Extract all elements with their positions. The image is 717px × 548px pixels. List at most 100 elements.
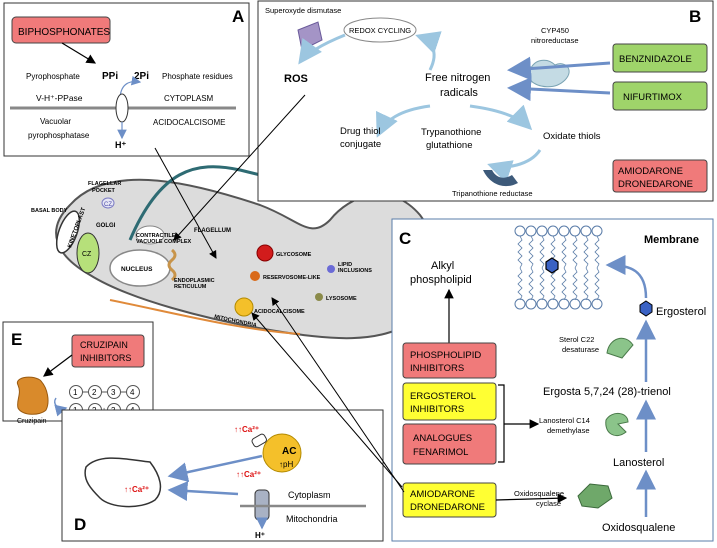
lysosome — [315, 293, 323, 301]
ros-label: ROS — [284, 73, 308, 85]
free-nitrogen-label-2: radicals — [440, 87, 478, 99]
radical-cycle-right — [469, 104, 533, 131]
phosphate-residues-label: Phosphate residues — [162, 72, 233, 81]
cruzipain-inh-label-1: CRUZIPAIN — [80, 340, 128, 350]
superoxide-label: Superoxyde dismutase — [265, 6, 341, 15]
drug-thiol-label-2: conjugate — [340, 139, 381, 150]
contractile-vacuole — [135, 225, 165, 245]
cz-small — [101, 197, 115, 209]
cruzipain-cleave-arrow — [54, 397, 68, 417]
biphosphonates-box — [11, 16, 111, 44]
cruzipain-inh-label-2: INHIBITORS — [80, 353, 131, 363]
acidocalcisome — [234, 297, 254, 317]
mitochondria-label-d: Mitochondria — [286, 514, 338, 524]
panel-c-letter: C — [399, 229, 411, 248]
golgi-label: GOLGI — [96, 223, 116, 229]
parasite-outline — [84, 457, 162, 508]
trypanothione-label-1: Trypanothione — [421, 127, 481, 138]
sterol-desaturase-shape — [606, 337, 634, 359]
amiodarone-label-b: AMIODARONE — [618, 166, 683, 177]
redox-cycling-label: REDOX CYCLING — [349, 26, 411, 35]
amiodarone-to-cyclase — [495, 493, 568, 504]
ac-to-cell-arrow — [167, 454, 263, 483]
pyrophosphate-label: Pyrophosphate — [26, 72, 80, 81]
membrane-ergosterol-hexagon — [545, 257, 559, 274]
contractile-label-1: CONTRACTILE — [136, 233, 176, 239]
peptide-top-1: 1 — [73, 388, 78, 397]
ergosta-label: Ergosta 5,7,24 (28)-trienol — [543, 386, 671, 398]
two-pi-label: 2Pi — [134, 71, 149, 82]
lipid-label-1: LIPID — [338, 262, 352, 268]
lanosterol-enz-label-1: Lanosterol C14 — [539, 416, 590, 425]
cz-golgi-label: CZ — [82, 251, 92, 258]
cytoplasm-label-d: Cytoplasm — [288, 490, 331, 500]
panel-d-letter: D — [74, 515, 86, 534]
endoplasmic-reticulum — [167, 248, 177, 282]
ca-mid-label: ↑↑Ca²⁺ — [236, 470, 261, 479]
acidocalcisome-label: ACIDOCALCISOME — [254, 309, 305, 315]
biphosphonate-arrow — [61, 42, 97, 64]
lanosterol-demethylase-shape — [605, 413, 629, 436]
reservosome-label: RESERVOSOME-LIKE — [263, 275, 321, 281]
alkyl-label-1: Alkyl — [431, 260, 454, 272]
lysosome-label: LYSOSOME — [326, 296, 357, 302]
panel-b: B Superoxyde dismutase REDOX CYCLING ROS… — [257, 0, 714, 202]
benznidazole-arrow — [507, 56, 611, 81]
membrane-bilayer — [514, 225, 603, 310]
biphosphonates-label: BIPHOSPHONATES — [18, 27, 110, 38]
flagellar-label-1: FLAGELLAR — [88, 181, 121, 187]
trypanothione-reductase-shape — [483, 170, 518, 187]
ergosterol-inhibitors-box — [402, 382, 497, 421]
alkyl-label-2: phospholipid — [410, 274, 472, 286]
cz-small-label: CZ — [104, 202, 112, 208]
drug-thiol-label-1: Drug thiol — [340, 126, 381, 137]
ph-label: ↑pH — [279, 460, 293, 469]
oxidosqualene-cyclase-shape — [577, 483, 613, 509]
dronedarone-label-b: DRONEDARONE — [618, 179, 693, 190]
panel-a-letter: A — [232, 7, 244, 26]
er-label-2: RETICULUM — [174, 284, 207, 290]
free-nitrogen-label-1: Free nitrogen — [425, 72, 490, 84]
cruzipain-label: Cruzipain — [17, 418, 47, 425]
lipid-inclusions — [327, 265, 335, 273]
phospholipid-label-2: INHIBITORS — [410, 363, 464, 374]
analogues-label-2: FENARIMOL — [413, 447, 468, 458]
er-label-1: ENDOPLASMIC — [174, 278, 215, 284]
oxido-enz-label-1: Oxidosqualene — [514, 489, 564, 498]
ac-label: AC — [282, 446, 296, 457]
panel-a: A BIPHOSPHONATES Pyrophosphate PPi 2Pi P… — [3, 2, 250, 157]
ergosterol-inh-label-2: INHIBITORS — [410, 404, 464, 415]
flagellum-label: FLAGELLUM — [194, 228, 231, 234]
ca-top-label: ↑↑Ca²⁺ — [234, 425, 259, 434]
flagellar-label-2: POCKET — [92, 188, 116, 194]
radicals-to-redox-arc — [415, 31, 442, 71]
inhibitor-bracket — [498, 384, 532, 463]
ergosterol-to-membrane-arrow — [605, 255, 648, 299]
dronedarone-label-c: DRONEDARONE — [410, 502, 485, 513]
nucleus-label: NUCLEUS — [121, 266, 153, 273]
tripanothione-reductase-label: Tripanothione reductase — [452, 189, 533, 198]
lanosterol-label: Lanosterol — [613, 457, 664, 469]
basal-body-label: BASAL BODY — [31, 208, 68, 214]
ergosterol-inh-label-1: ERGOSTEROL — [410, 391, 476, 402]
lanosterol-enz-label-2: demethylase — [547, 426, 590, 435]
benznidazole-label: BENZNIDAZOLE — [619, 54, 692, 65]
oxido-enz-label-2: cyclase — [536, 499, 561, 508]
panel-b-letter: B — [689, 7, 701, 26]
nifurtimox-label: NIFURTIMOX — [623, 92, 683, 103]
lipid-label-2: INCLUSIONS — [338, 268, 372, 274]
sterol-label-2: desaturase — [562, 345, 599, 354]
radical-cycle-left — [376, 104, 431, 138]
sterol-label-1: Sterol C22 — [559, 335, 594, 344]
trypanothione-label-2: glutathione — [426, 140, 472, 151]
peptide-top-3: 3 — [111, 388, 116, 397]
peptide-top-4: 4 — [130, 388, 135, 397]
mito-to-cell-arrow — [167, 481, 239, 502]
nitroreductase-label: nitroreductase — [531, 36, 579, 45]
connector-b-to-cell — [173, 94, 306, 241]
cruzipain-inh-arrow — [43, 354, 73, 377]
cytoplasm-label-a: CYTOPLASM — [164, 94, 214, 103]
cyp450-label: CYP450 — [541, 26, 569, 35]
phospholipid-label-1: PHOSPHOLIPID — [410, 350, 481, 361]
